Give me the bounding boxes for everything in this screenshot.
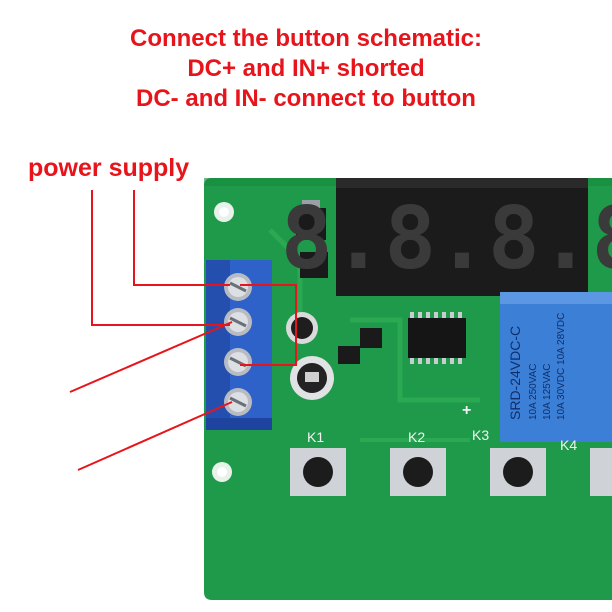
svg-text:10A 250VAC: 10A 250VAC [528, 363, 539, 420]
svg-text:SRD-24VDC-C: SRD-24VDC-C [507, 326, 523, 420]
terminal-screw-2 [224, 308, 252, 336]
voltage-regulator [296, 200, 326, 240]
instruction-line-3: DC- and IN- connect to button [136, 85, 476, 112]
terminal-screw-4 [224, 388, 252, 416]
push-button-k2: K2 [390, 429, 446, 496]
push-button-k4: K4 [560, 437, 612, 496]
diode [338, 328, 382, 364]
power-supply-label: power supply [28, 154, 190, 182]
wire-button-2 [77, 401, 233, 471]
terminal-screw-1 [224, 273, 252, 301]
display-digits: 8.8.8.8 [281, 189, 612, 289]
microcontroller-chip [408, 312, 466, 364]
capacitor-small [286, 312, 318, 344]
instruction-line-2: DC+ and IN+ shorted [187, 55, 425, 82]
svg-text:K4: K4 [560, 437, 577, 453]
seven-segment-display: 8.8.8.8 [281, 178, 612, 296]
wire-dc-minus [91, 190, 230, 326]
svg-text:K1: K1 [307, 429, 324, 445]
wire-dc-plus [133, 190, 230, 286]
relay: SRD-24VDC-C 10A 250VAC 10A 125VAC 10A 30… [500, 292, 612, 442]
svg-text:10A 125VAC: 10A 125VAC [542, 363, 553, 420]
push-button-k3: K3 [472, 427, 546, 496]
push-button-k1: K1 [290, 429, 346, 496]
instruction-line-1: Connect the button schematic: [129, 25, 483, 52]
capacitor-large [290, 356, 334, 400]
terminal-block [206, 260, 272, 430]
svg-text:K3: K3 [472, 427, 489, 443]
terminal-screw-3 [224, 348, 252, 376]
wiring-annotation [69, 190, 297, 471]
plus-marking: + [462, 402, 471, 419]
wire-button-1 [69, 321, 233, 393]
wire-short-dc-in [240, 284, 297, 366]
svg-text:K2: K2 [408, 429, 425, 445]
transistor [300, 252, 328, 278]
svg-text:10A 30VDC 10A 28VDC: 10A 30VDC 10A 28VDC [556, 313, 567, 420]
